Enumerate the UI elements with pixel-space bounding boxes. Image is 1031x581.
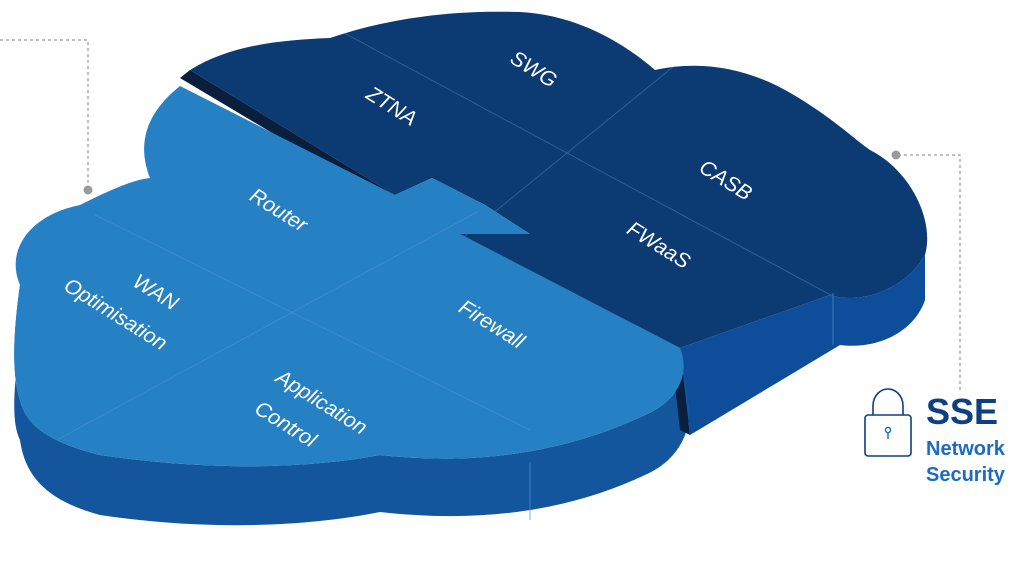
sse-cloud-side [680, 255, 925, 435]
right-connector [891, 150, 961, 392]
legend-title: SSE [926, 391, 999, 432]
left-connector [0, 39, 93, 195]
network-cloud-side [14, 285, 690, 526]
connector-dot [83, 185, 93, 195]
sse-dividers [319, 19, 841, 301]
connector-dot [891, 150, 901, 160]
legend-subtitle: Network Security [926, 436, 1005, 488]
legend-subtitle-line2: Security [926, 464, 1005, 486]
sse-cloud-top [190, 11, 928, 349]
network-dividers [19, 204, 531, 461]
legend-subtitle-line1: Network [926, 438, 1005, 460]
lock-icon [864, 388, 912, 457]
network-cloud-top [14, 86, 684, 467]
